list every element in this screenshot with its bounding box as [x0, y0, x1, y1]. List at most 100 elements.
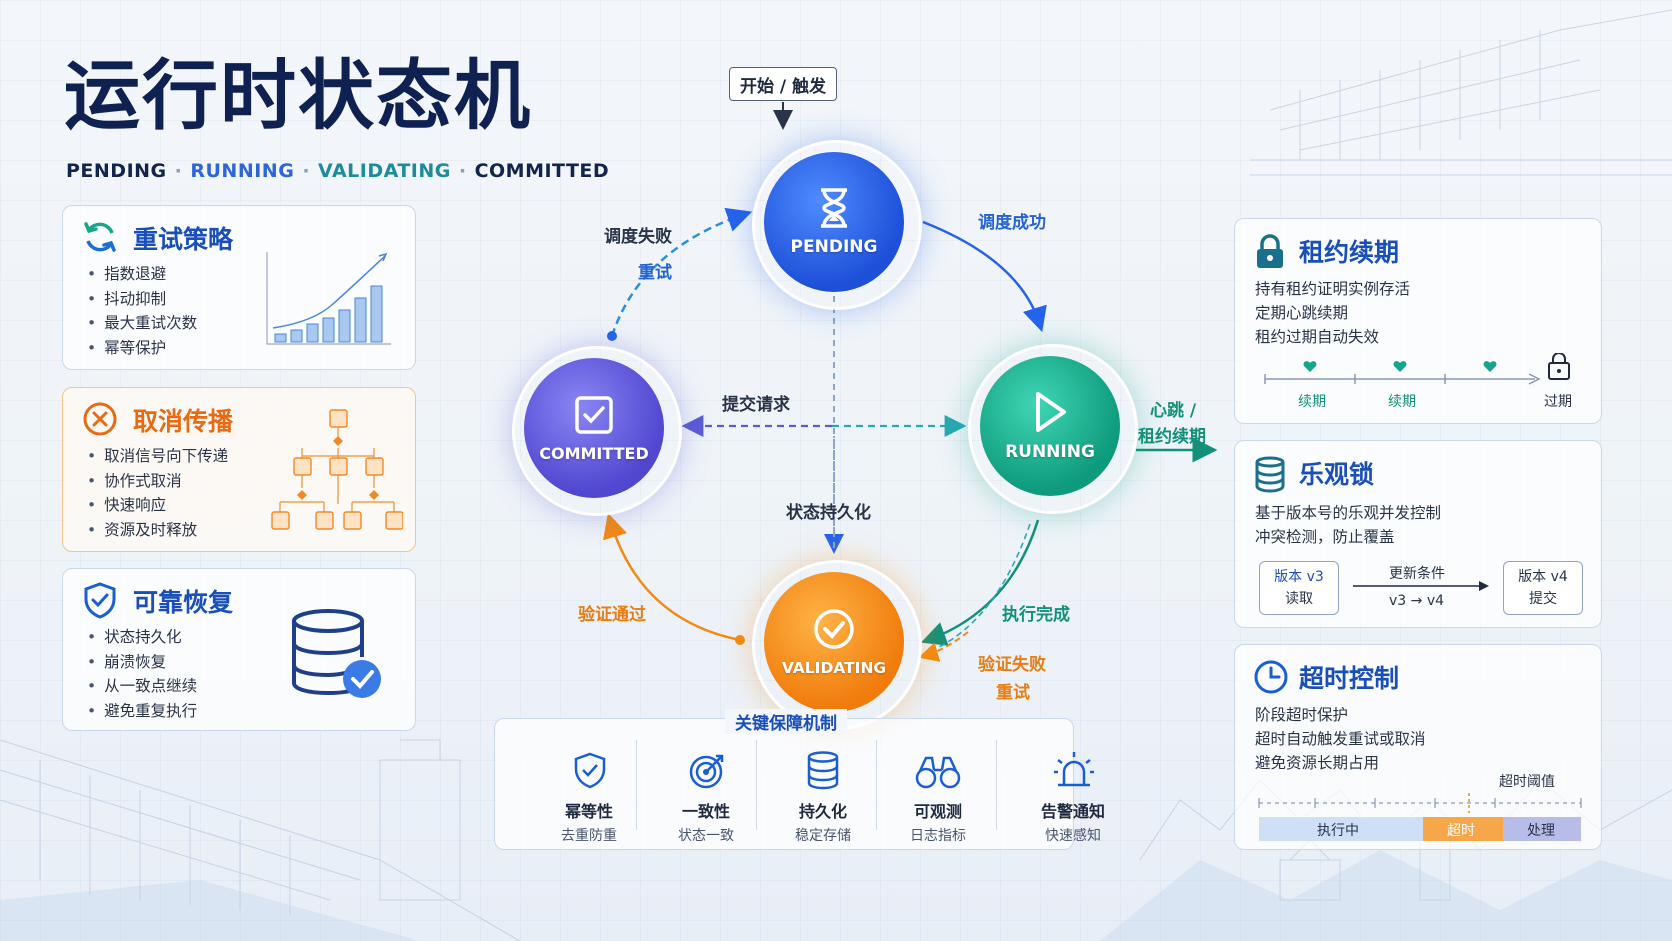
verify-pass-start-dot — [735, 635, 745, 645]
submit-request-label: 提交请求 — [722, 395, 790, 415]
mechanism-name: 告警通知 — [1040, 802, 1105, 821]
mechanism-persistence: 持久化 稳定存储 — [768, 798, 878, 845]
mechanism-name: 持久化 — [798, 802, 847, 821]
mechanism-idempotency: 幂等性 去重防重 — [534, 798, 644, 845]
database-icon — [807, 751, 839, 790]
committed-node-ring — [512, 346, 682, 516]
timeout-threshold-label: 超时阈值 — [1499, 774, 1555, 790]
divider — [636, 740, 637, 830]
list-item: 抖动抑制 — [87, 287, 197, 312]
executing-segment — [1259, 817, 1423, 841]
committed-to-pending-retry-arrow — [610, 207, 753, 337]
committed-node-label: COMMITTED — [539, 443, 649, 463]
refresh-icon — [84, 222, 116, 252]
timeout-scale — [1258, 793, 1582, 813]
tree-propagation-illustration — [271, 409, 403, 530]
expire-lock-icon — [1548, 353, 1570, 380]
optimistic-lock-card: 乐观锁 基于版本号的乐观并发控制 冲突检测，防止覆盖 版本 v3 读取 更新条件… — [1234, 440, 1602, 628]
retry-policy-card: 重试策略 指数退避 抖动抑制 最大重试次数 幂等保护 — [62, 205, 416, 370]
validating-node: VALIDATING — [764, 572, 904, 712]
reliable-recovery-card: 可靠恢复 状态持久化 崩溃恢复 从一致点继续 避免重复执行 — [62, 568, 416, 731]
optimistic-lines: 基于版本号的乐观并发控制 冲突检测，防止覆盖 — [1255, 501, 1441, 549]
list-item: 取消信号向下传递 — [87, 444, 228, 469]
list-item: 避免重复执行 — [87, 699, 197, 724]
running-node-label: RUNNING — [1005, 442, 1095, 462]
schedule-success-label: 调度成功 — [978, 213, 1046, 233]
retry-start-dot — [607, 331, 617, 341]
timeout-segment — [1423, 817, 1503, 841]
optimistic-card-title: 乐观锁 — [1299, 460, 1375, 489]
timeout-card-title: 超时控制 — [1299, 664, 1400, 693]
text-line: 基于版本号的乐观并发控制 — [1255, 504, 1442, 522]
pending-to-running-arrow — [922, 220, 1047, 333]
mechanism-desc: 快速感知 — [1045, 828, 1101, 844]
state-separator: · — [302, 160, 311, 182]
states-line: PENDING·RUNNING·VALIDATING·COMMITTED — [66, 160, 609, 182]
mechanism-alerting: 告警通知 快速感知 — [1018, 798, 1128, 845]
list-item: 快速响应 — [87, 493, 228, 518]
running-to-validating-arrow — [920, 519, 1040, 646]
check-circle-icon — [814, 609, 854, 649]
verify-fail-label: 验证失败 — [978, 655, 1046, 675]
text-line: 阶段超时保护 — [1255, 706, 1349, 724]
commit-label: 提交 — [1529, 591, 1557, 607]
exec-done-label: 执行完成 — [1002, 605, 1070, 625]
committed-node: COMMITTED — [524, 358, 664, 498]
validating-node-label: VALIDATING — [781, 659, 887, 677]
retry-bottom-label: 重试 — [996, 683, 1030, 703]
clock-icon — [1254, 660, 1288, 694]
state-committed-text: COMMITTED — [474, 160, 610, 182]
list-item: 指数退避 — [87, 262, 197, 287]
state-pending-text: PENDING — [66, 160, 167, 182]
verify-fail-retry-arrow — [918, 631, 969, 662]
mechanism-observability: 可观测 日志指标 — [883, 798, 993, 845]
cancel-card-title: 取消传播 — [133, 407, 234, 436]
read-label: 读取 — [1285, 591, 1313, 607]
update-condition-label: 更新条件 — [1389, 566, 1445, 582]
mechanism-desc: 稳定存储 — [795, 828, 851, 844]
database-icon — [1255, 456, 1285, 493]
lock-icon — [1257, 234, 1283, 268]
mechanism-name: 一致性 — [681, 802, 730, 821]
start-trigger-box: 开始 / 触发 — [729, 67, 837, 101]
handling-segment — [1503, 817, 1581, 841]
checkbox-icon — [575, 395, 613, 434]
text-line: 定期心跳续期 — [1255, 304, 1349, 322]
state-running-text: RUNNING — [190, 160, 295, 182]
list-item: 最大重试次数 — [87, 311, 197, 336]
timeout-lines: 阶段超时保护 超时自动触发重试或取消 避免资源长期占用 — [1255, 703, 1426, 775]
key-mechanisms-panel — [494, 718, 1074, 850]
list-item: 状态持久化 — [87, 625, 197, 650]
pending-node-label: PENDING — [790, 237, 878, 257]
version-v4-box: 版本 v4 提交 — [1503, 561, 1583, 615]
timeout-control-card: 超时控制 阶段超时保护 超时自动触发重试或取消 避免资源长期占用 超时阈值 执行… — [1234, 644, 1602, 850]
state-separator: · — [174, 160, 183, 182]
list-item: 幂等保护 — [87, 336, 197, 361]
text-line: 避免资源长期占用 — [1255, 754, 1380, 772]
list-item: 崩溃恢复 — [87, 650, 197, 675]
shield-icon — [574, 752, 606, 789]
text-line: 持有租约证明实例存活 — [1255, 280, 1411, 298]
hourglass-icon — [821, 188, 847, 228]
version-v3-label: 版本 v3 — [1274, 569, 1324, 585]
version-transition-label: v3 → v4 — [1389, 593, 1445, 609]
running-node-ring — [968, 344, 1138, 514]
mechanism-desc: 日志指标 — [910, 828, 966, 844]
text-line: 超时自动触发重试或取消 — [1255, 730, 1426, 748]
version-v4-label: 版本 v4 — [1518, 569, 1568, 585]
verify-pass-label: 验证通过 — [578, 605, 646, 625]
timeline-renew-label: 续期 — [1298, 394, 1326, 410]
lease-renewal-card: 租约续期 持有租约证明实例存活 定期心跳续期 租约过期自动失效 续期 续期 过期 — [1234, 218, 1602, 424]
page-title: 运行时状态机 — [64, 51, 532, 140]
shield-check-icon — [84, 582, 116, 619]
mechanism-desc: 状态一致 — [678, 828, 734, 844]
divider — [756, 740, 757, 830]
recover-list: 状态持久化 崩溃恢复 从一致点继续 避免重复执行 — [87, 625, 197, 723]
list-item: 协作式取消 — [87, 469, 228, 494]
mechanism-name: 可观测 — [913, 802, 962, 821]
recover-card-title: 可靠恢复 — [133, 588, 234, 617]
running-validating-dash — [927, 523, 1031, 653]
heartbeat-label-line2: 租约续期 — [1138, 427, 1206, 447]
